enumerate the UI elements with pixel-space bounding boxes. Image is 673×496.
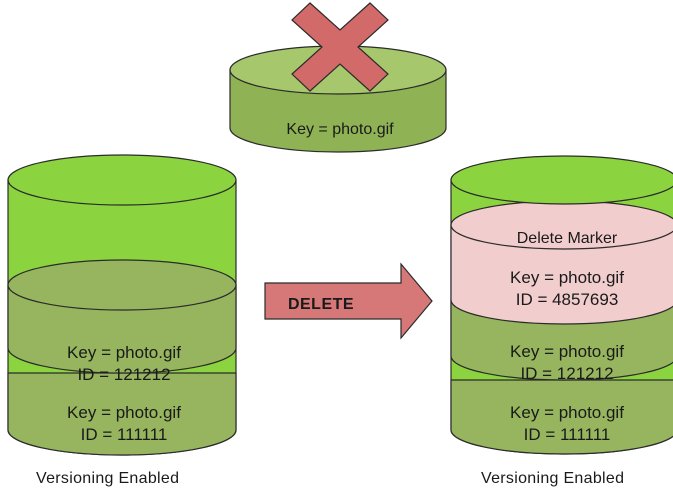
right-object-2-id: ID = 111111 [524,425,611,444]
delete-marker-key: Key = photo.gif [510,268,624,287]
delete-marker-id: ID = 4857693 [516,290,619,309]
left-object-1-key: Key = photo.gif [67,343,181,362]
right-bucket-caption: Versioning Enabled [481,470,625,487]
right-object-1-id: ID = 121212 [520,364,613,383]
right-object-2 [450,379,673,455]
left-object-2-key: Key = photo.gif [67,403,181,422]
left-bucket-caption: Versioning Enabled [36,470,180,487]
cross-icon [291,2,389,92]
delete-marker-object [450,224,673,325]
right-bucket: Delete Marker Key = photo.gif ID = 48576… [450,155,673,455]
right-object-2-key: Key = photo.gif [510,403,624,422]
deleted-object-key: Key = photo.gif [286,121,394,138]
right-object-1-key: Key = photo.gif [510,342,624,361]
right-arrow-icon: DELETE [264,262,433,340]
left-object-1-id: ID = 121212 [77,365,170,384]
delete-marker-title: Delete Marker [517,230,618,247]
left-bucket: Key = photo.gif ID = 121212 Key = photo.… [7,154,237,456]
left-object-2 [7,372,237,456]
delete-operation-label: DELETE [288,296,354,313]
left-object-2-id: ID = 111111 [81,425,168,444]
